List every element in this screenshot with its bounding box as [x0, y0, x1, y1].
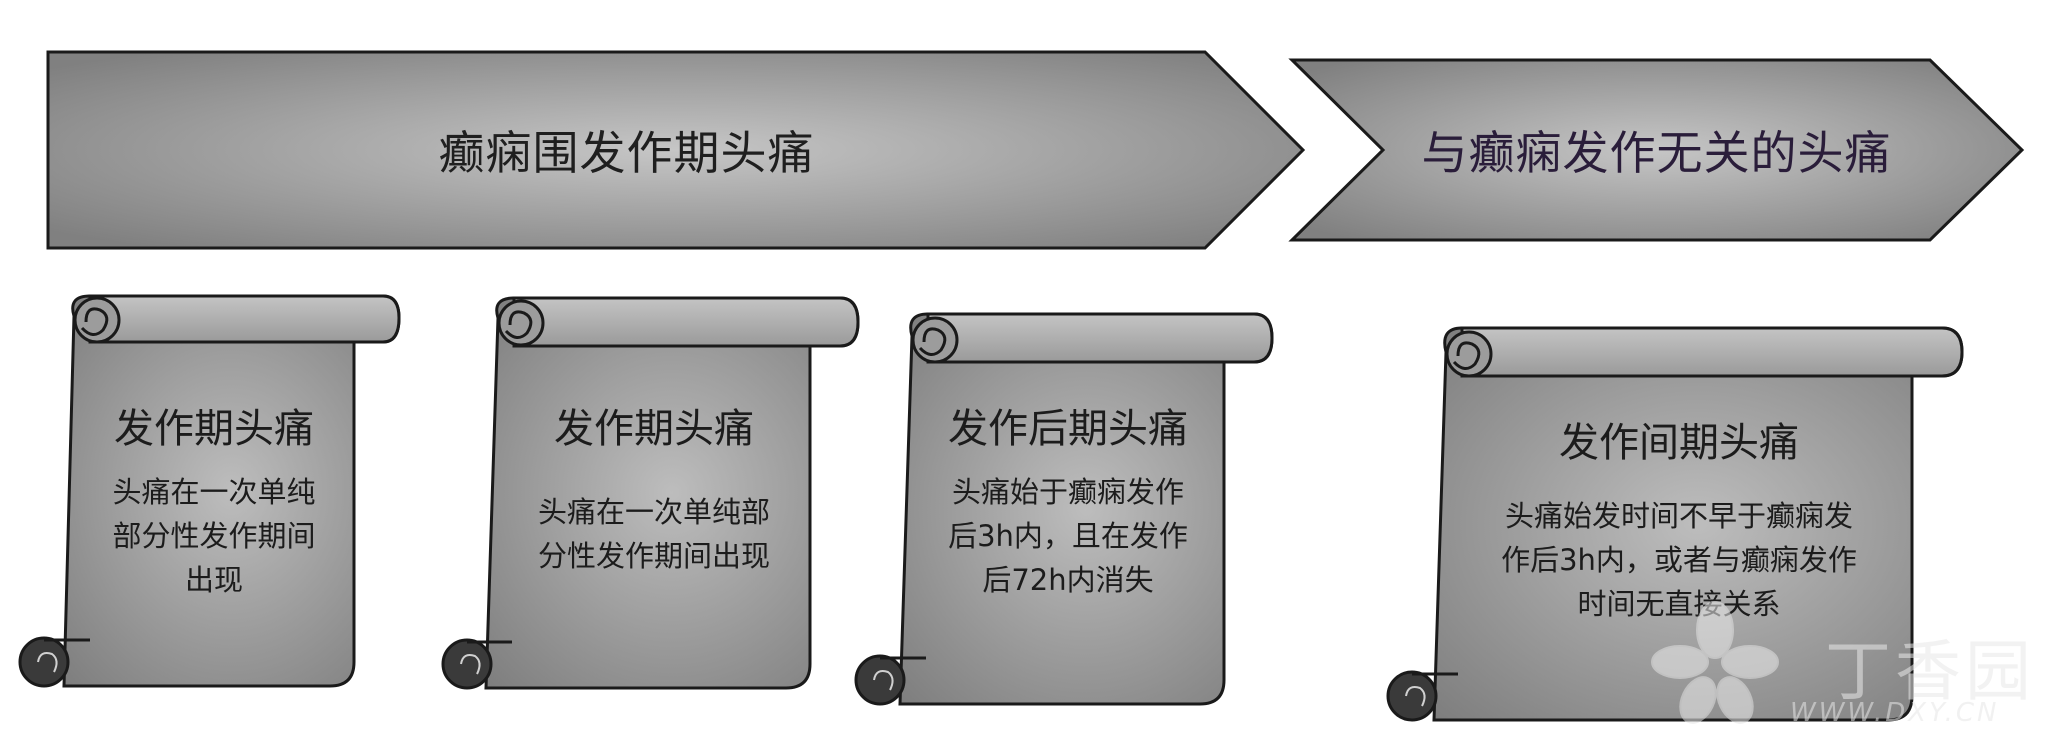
- arrow-label-unrelated: 与癫痫发作无关的头痛: [1421, 126, 1892, 180]
- scroll-4-title: 发作间期头痛: [1559, 420, 1799, 466]
- scroll-3-line: 后72h内消失: [982, 563, 1154, 597]
- scroll-4: [1386, 326, 1964, 722]
- arrow-unrelated: [1288, 58, 2025, 242]
- scroll-1-line: 出现: [184, 563, 243, 597]
- scroll-3-body: 头痛始于癫痫发作 后3h内，且在发作 后72h内消失: [948, 470, 1188, 602]
- scroll-2-body: 头痛在一次单纯部 分性发作期间出现: [538, 490, 770, 578]
- scroll-2-line: 分性发作期间出现: [537, 539, 770, 573]
- scroll-3-title: 发作后期头痛: [948, 406, 1188, 452]
- scroll-4-line: 作后3h内，或者与癫痫发作: [1501, 543, 1857, 577]
- scroll-2-title: 发作期头痛: [554, 406, 754, 452]
- arrow-peri-ictal: [46, 50, 1306, 250]
- scroll-1: [18, 294, 401, 688]
- arrow-label-peri-ictal: 癫痫围发作期头痛: [438, 126, 815, 180]
- scroll-3: [854, 312, 1274, 706]
- scroll-3-line: 后3h内，且在发作: [948, 519, 1188, 553]
- scroll-4-line: 头痛始发时间不早于癫痫发: [1504, 499, 1853, 533]
- scroll-4-content: 发作间期头痛 头痛始发时间不早于癫痫发 作后3h内，或者与癫痫发作 时间无直接关…: [1446, 410, 1912, 626]
- scroll-4-body: 头痛始发时间不早于癫痫发 作后3h内，或者与癫痫发作 时间无直接关系: [1501, 494, 1857, 626]
- scroll-2-content: 发作期头痛 头痛在一次单纯部 分性发作期间出现: [498, 396, 810, 578]
- scroll-3-line: 头痛始于癫痫发作: [951, 475, 1184, 509]
- scroll-2: [441, 296, 860, 690]
- scroll-3-content: 发作后期头痛 头痛始于癫痫发作 后3h内，且在发作 后72h内消失: [912, 396, 1224, 602]
- scroll-1-title: 发作期头痛: [114, 406, 314, 452]
- scroll-1-content: 发作期头痛 头痛在一次单纯 部分性发作期间 出现: [74, 396, 354, 602]
- scroll-2-line: 头痛在一次单纯部: [537, 495, 770, 529]
- scroll-1-line: 部分性发作期间: [112, 519, 316, 553]
- scroll-4-line: 时间无直接关系: [1577, 587, 1781, 621]
- scroll-1-body: 头痛在一次单纯 部分性发作期间 出现: [112, 470, 315, 602]
- scroll-1-line: 头痛在一次单纯: [112, 475, 316, 509]
